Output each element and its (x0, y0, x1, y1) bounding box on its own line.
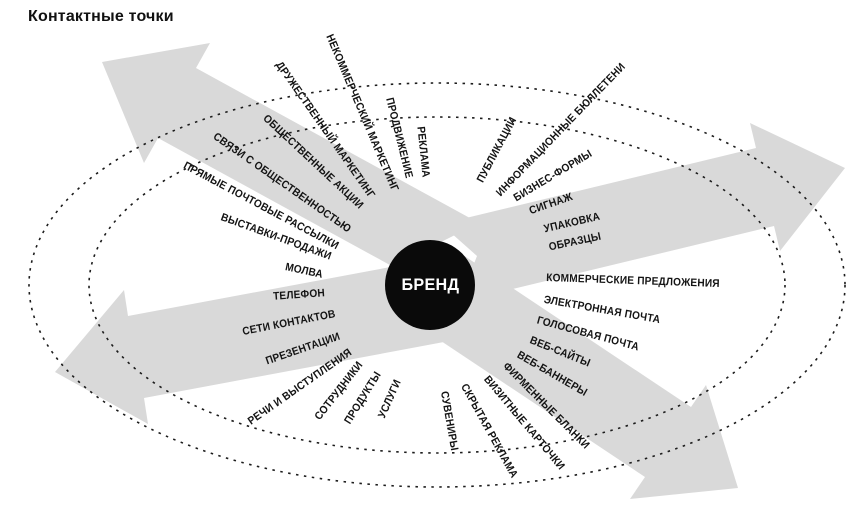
outer-dashed-ellipse (28, 82, 846, 488)
arrow-right (441, 123, 845, 302)
arrow-upper-left (102, 43, 479, 293)
arrow-left (55, 257, 460, 424)
brand-circle: БРЕНД (385, 240, 475, 330)
inner-dashed-ellipse (88, 116, 786, 454)
arrow-lower-right (417, 255, 738, 499)
page-title: Контактные точки (28, 8, 174, 25)
brand-label: БРЕНД (401, 275, 459, 294)
